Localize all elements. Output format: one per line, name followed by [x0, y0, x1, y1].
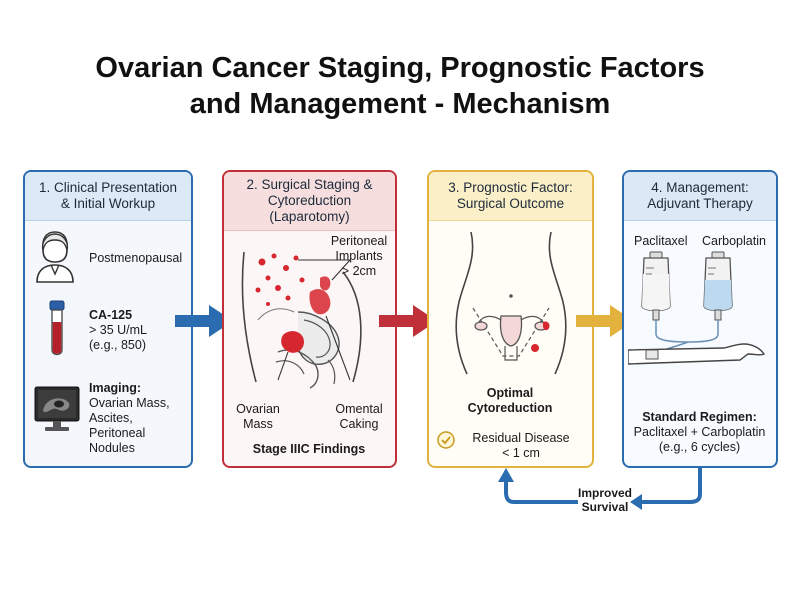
panel3-heading-line-2: Surgical Outcome	[456, 196, 565, 211]
regimen-title: Standard Regimen:	[642, 410, 757, 424]
implants-label: Peritoneal Implants > 2cm	[320, 234, 395, 279]
imaging-title: Imaging:	[89, 381, 142, 395]
panel2-heading-line-2: Cytoreduction	[267, 193, 352, 208]
panel4-heading-line-2: Adjuvant Therapy	[647, 196, 753, 211]
arrow-step2-to-step3	[379, 305, 437, 337]
ovarian-mass-label: Ovarian Mass	[228, 402, 288, 432]
improved-survival-label: Improved Survival	[570, 486, 640, 514]
drug-label-carboplatin: Carboplatin	[702, 234, 766, 248]
panel1-heading-line-1: 1. Clinical Presentation	[38, 180, 178, 195]
ultrasound-monitor-icon	[34, 386, 80, 431]
feedback-loop-arrow	[498, 468, 702, 510]
patient-label: Postmenopausal	[89, 251, 183, 265]
implants-line-1: Peritoneal	[330, 234, 388, 248]
regimen-cycles: (e.g., 6 cycles)	[658, 440, 741, 454]
imaging-line-2: Ascites,	[89, 411, 133, 425]
panel2-heading: 2. Surgical Staging & Cytoreduction (Lap…	[224, 172, 395, 231]
panel4-heading: 4. Management: Adjuvant Therapy	[624, 172, 776, 221]
mass-line-2: Mass	[243, 417, 273, 431]
ca125-example: (e.g., 850)	[89, 338, 146, 352]
panel-clinical-presentation: 1. Clinical Presentation & Initial Worku…	[23, 170, 193, 468]
title-line-2: and Management - Mechanism	[189, 88, 611, 120]
drug-label-paclitaxel: Paclitaxel	[634, 234, 688, 248]
checkmark-icon	[437, 431, 455, 449]
residual-line-2: < 1 cm	[502, 446, 540, 460]
imaging-line-3: Peritoneal	[89, 426, 146, 440]
outcome-line-1: Optimal	[486, 386, 534, 400]
pelvis-uterus-illustration	[455, 231, 567, 375]
panel3-heading: 3. Prognostic Factor: Surgical Outcome	[429, 172, 592, 221]
panel2-heading-line-1: 2. Surgical Staging &	[246, 177, 373, 192]
panel1-heading-line-2: & Initial Workup	[60, 196, 156, 211]
panel2-heading-line-3: (Laparotomy)	[269, 209, 350, 224]
imaging-line-4: Nodules	[89, 441, 135, 455]
stage-findings-label: Stage IIIC Findings	[252, 442, 366, 456]
panel1-heading: 1. Clinical Presentation & Initial Worku…	[25, 172, 191, 221]
residual-disease-label: Residual Disease < 1 cm	[453, 431, 589, 461]
panel4-heading-line-1: 4. Management:	[651, 180, 749, 195]
outcome-line-2: Cytoreduction	[467, 401, 553, 415]
diagram-title: Ovarian Cancer Staging, Prognostic Facto…	[0, 50, 800, 122]
feedback-line-1: Improved	[577, 486, 632, 500]
abdominal-cross-section-illustration	[241, 251, 362, 389]
omental-caking-label: Omental Caking	[324, 402, 394, 432]
caking-line-2: Caking	[339, 417, 379, 431]
title-line-1: Ovarian Cancer Staging, Prognostic Facto…	[95, 52, 705, 84]
imaging-line-1: Ovarian Mass,	[89, 396, 170, 410]
feedback-line-2: Survival	[581, 500, 629, 514]
panel-management: 4. Management: Adjuvant Therapy Paclitax…	[622, 170, 778, 468]
regimen-drugs: Paclitaxel + Carboplatin	[633, 425, 766, 439]
optimal-cytoreduction-label: Optimal Cytoreduction	[429, 386, 591, 416]
mass-line-1: Ovarian	[236, 402, 280, 416]
residual-line-1: Residual Disease	[472, 431, 570, 445]
panel-prognostic-factor: 3. Prognostic Factor: Surgical Outcome O…	[427, 170, 594, 468]
blood-tube-icon	[49, 300, 65, 356]
ca125-value: > 35 U/mL	[89, 323, 148, 337]
implants-line-2: Implants	[335, 249, 383, 263]
implants-line-3: > 2cm	[341, 264, 377, 278]
patient-icon	[36, 231, 74, 283]
caking-line-1: Omental	[335, 402, 383, 416]
panel-surgical-staging: 2. Surgical Staging & Cytoreduction (Lap…	[222, 170, 397, 468]
panel3-heading-line-1: 3. Prognostic Factor:	[448, 180, 573, 195]
arrow-step1-to-step2	[175, 305, 233, 337]
ca125-title: CA-125	[89, 308, 133, 322]
iv-infusion-illustration	[628, 251, 766, 365]
